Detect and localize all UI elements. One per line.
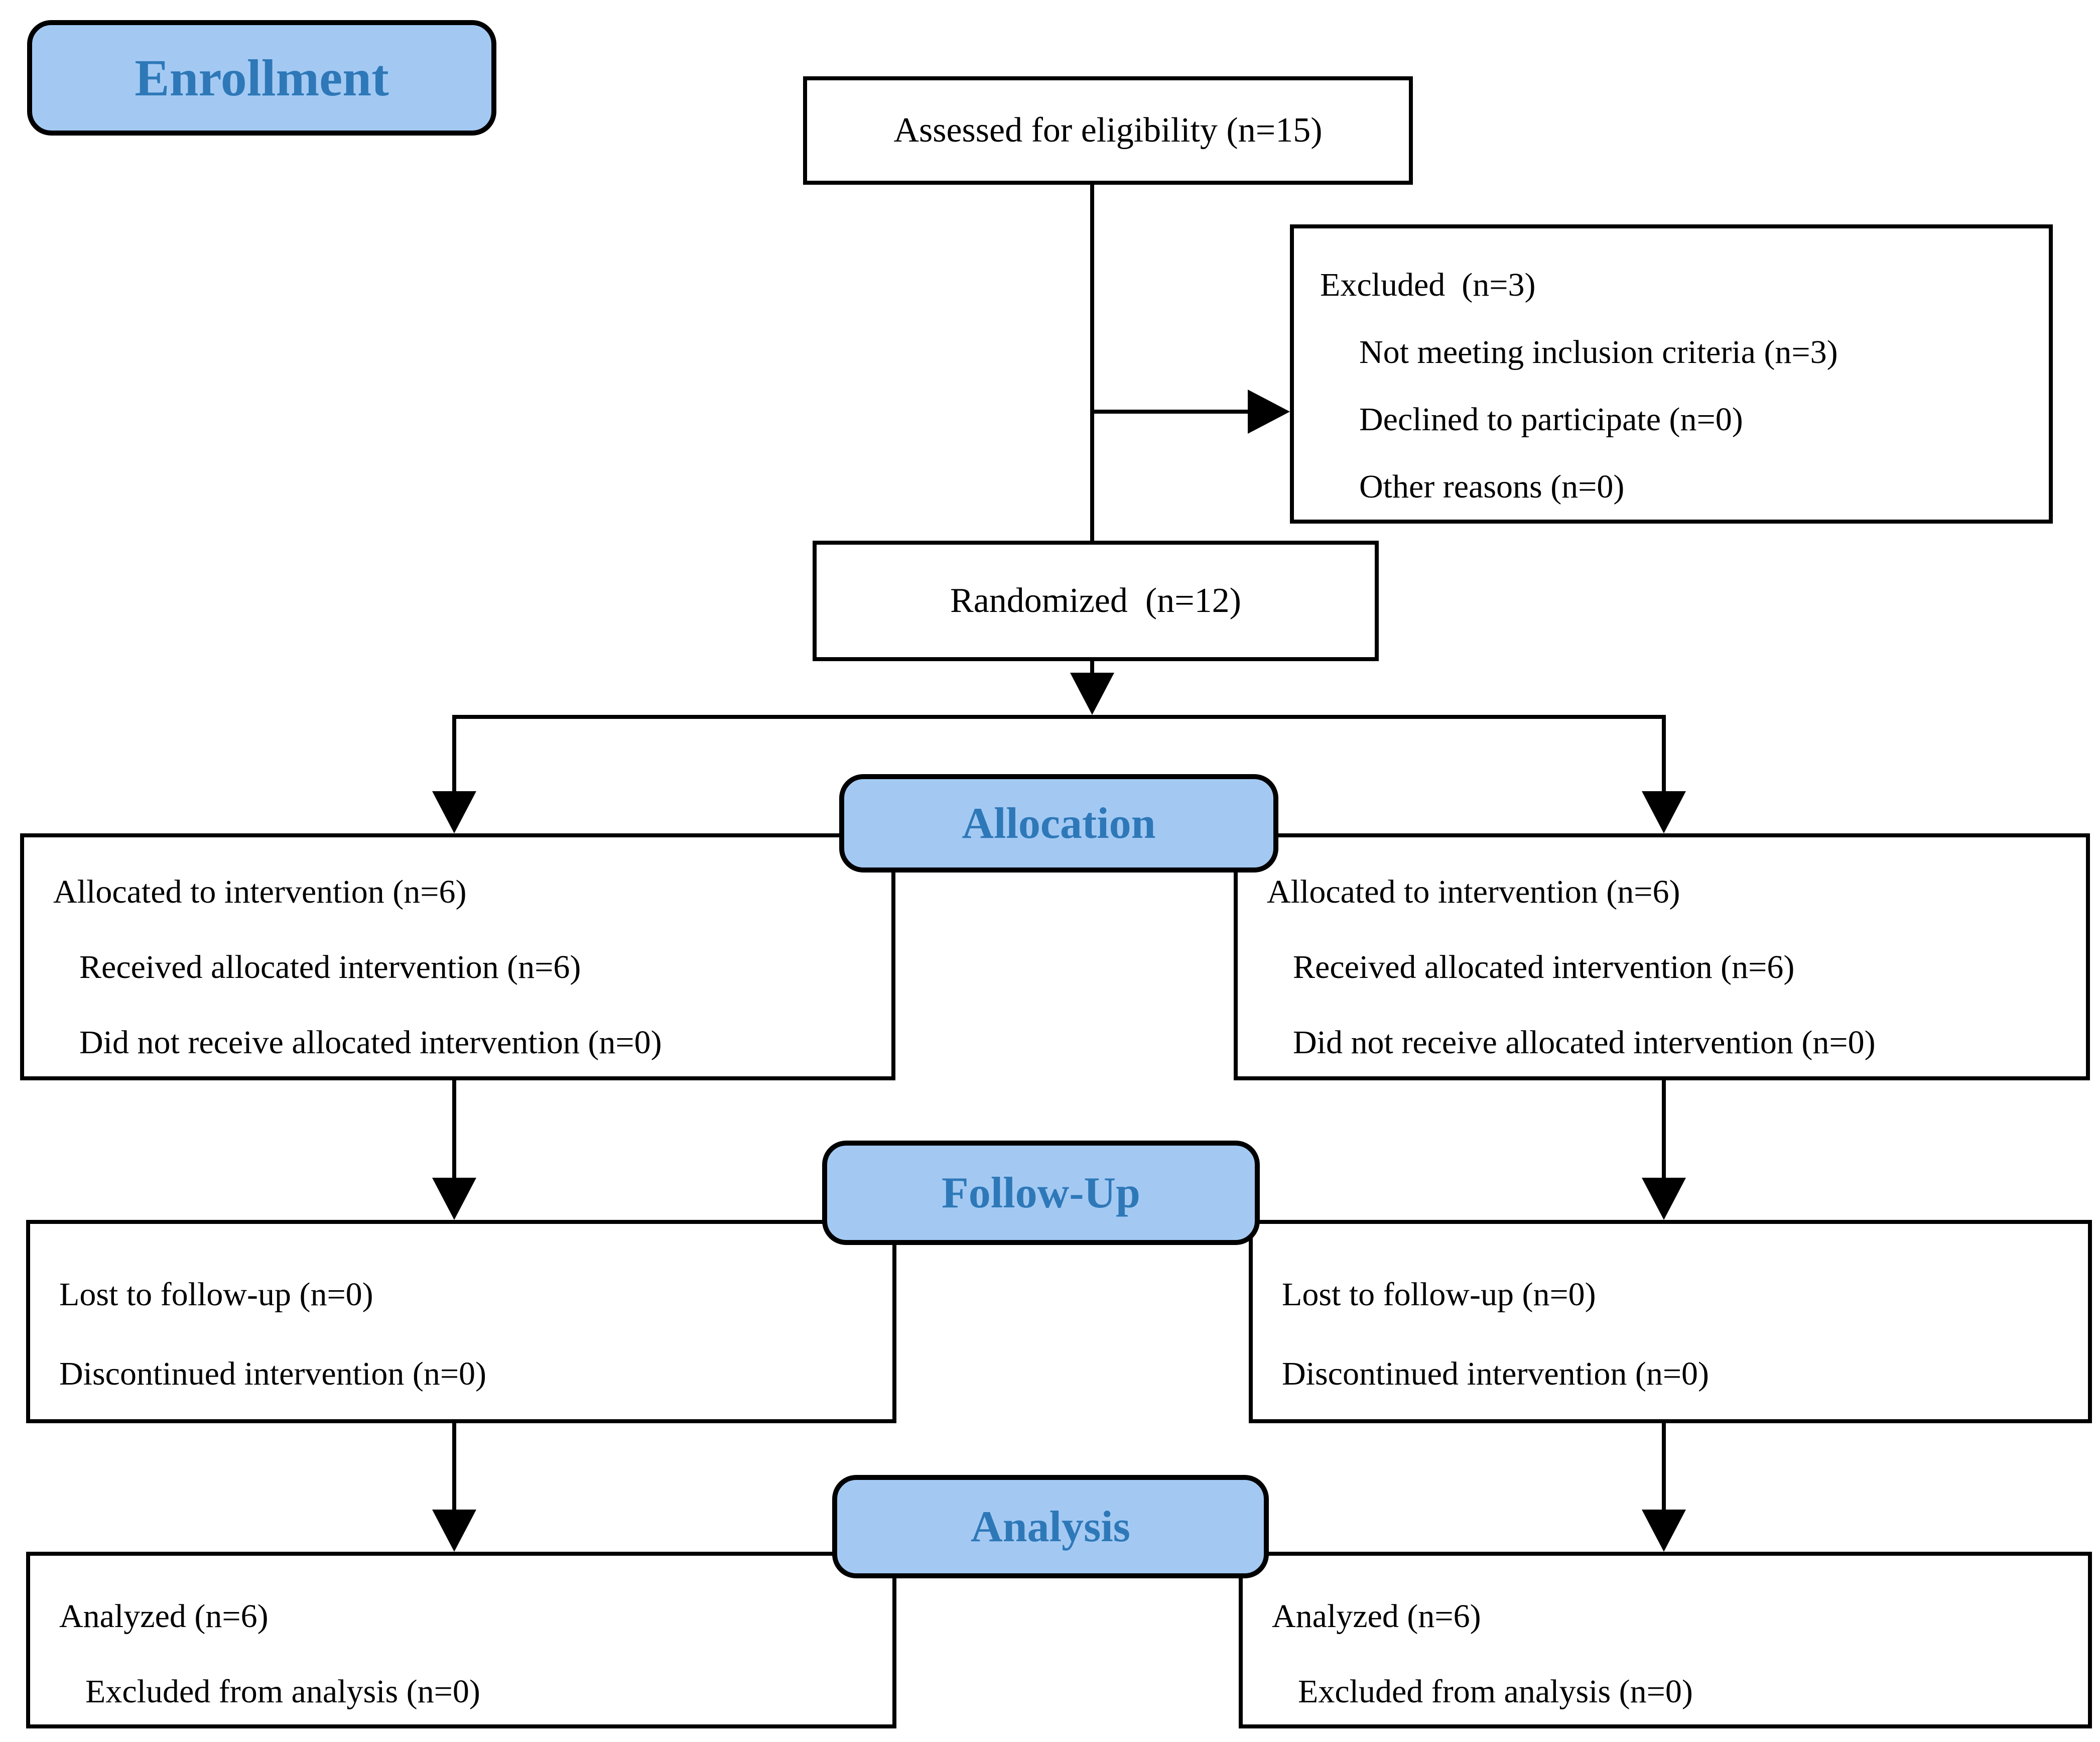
stage-badge-enrollment-label: Enrollment (135, 49, 389, 107)
arrowhead-allocation-right-icon (1642, 791, 1686, 833)
allocation-left-detail: Received allocated intervention (n=6) (79, 949, 581, 985)
stage-badge-analysis: Analysis (832, 1475, 1269, 1578)
connector-randomized-to-split (1090, 661, 1094, 677)
followup-right-line: Discontinued intervention (n=0) (1282, 1355, 1710, 1392)
arrowhead-excluded-icon (1248, 390, 1290, 434)
followup-right-box: Lost to follow-up (n=0) Discontinued int… (1249, 1220, 2092, 1423)
stage-badge-allocation: Allocation (839, 774, 1278, 873)
connector-assessed-to-randomized (1090, 185, 1094, 541)
connector-to-excluded (1092, 410, 1256, 414)
analysis-left-detail: Excluded from analysis (n=0) (85, 1673, 480, 1710)
connector-followup-to-analysis-right (1662, 1422, 1666, 1512)
followup-left-line: Discontinued intervention (n=0) (59, 1355, 487, 1392)
arrowhead-followup-right-icon (1642, 1178, 1686, 1220)
analysis-right-title: Analyzed (n=6) (1272, 1598, 1481, 1635)
arrowhead-split-icon (1070, 673, 1114, 715)
connector-split-to-allocation-right (1662, 715, 1666, 793)
stage-badge-followup-label: Follow-Up (942, 1168, 1140, 1217)
connector-followup-to-analysis-left (452, 1422, 456, 1512)
analysis-right-detail: Excluded from analysis (n=0) (1298, 1673, 1693, 1710)
connector-allocation-to-followup-left (452, 1079, 456, 1180)
analysis-left-title: Analyzed (n=6) (59, 1598, 269, 1635)
allocation-right-detail: Received allocated intervention (n=6) (1293, 949, 1795, 985)
connector-allocation-to-followup-right (1662, 1079, 1666, 1180)
arrowhead-analysis-left-icon (432, 1510, 476, 1552)
allocation-right-detail: Did not receive allocated intervention (… (1293, 1024, 1876, 1061)
allocation-right-title: Allocated to intervention (n=6) (1267, 874, 1680, 910)
allocation-left-detail: Did not receive allocated intervention (… (79, 1024, 662, 1061)
allocation-right-box: Allocated to intervention (n=6) Received… (1234, 833, 2090, 1080)
followup-left-box: Lost to follow-up (n=0) Discontinued int… (26, 1220, 896, 1423)
excluded-reason: Other reasons (n=0) (1359, 468, 1625, 505)
stage-badge-analysis-label: Analysis (971, 1502, 1130, 1551)
assessed-eligibility-text: Assessed for eligibility (n=15) (893, 111, 1323, 150)
stage-badge-allocation-label: Allocation (962, 799, 1156, 848)
arrowhead-analysis-right-icon (1642, 1510, 1686, 1552)
excluded-reason: Declined to participate (n=0) (1359, 401, 1743, 438)
arrowhead-allocation-left-icon (432, 791, 476, 833)
analysis-right-box: Analyzed (n=6) Excluded from analysis (n… (1239, 1552, 2092, 1728)
arrowhead-followup-left-icon (432, 1178, 476, 1220)
followup-left-line: Lost to follow-up (n=0) (59, 1276, 373, 1313)
split-line (452, 715, 1666, 719)
excluded-title: Excluded (n=3) (1320, 267, 1536, 303)
excluded-box: Excluded (n=3) Not meeting inclusion cri… (1290, 224, 2053, 524)
randomized-text: Randomized (n=12) (950, 581, 1241, 620)
allocation-left-title: Allocated to intervention (n=6) (53, 874, 467, 910)
assessed-eligibility-box: Assessed for eligibility (n=15) (803, 76, 1413, 185)
excluded-reason: Not meeting inclusion criteria (n=3) (1359, 334, 1838, 370)
stage-badge-enrollment: Enrollment (27, 20, 496, 136)
allocation-left-box: Allocated to intervention (n=6) Received… (20, 833, 895, 1080)
connector-split-to-allocation-left (452, 715, 456, 793)
randomized-box: Randomized (n=12) (813, 541, 1379, 661)
analysis-left-box: Analyzed (n=6) Excluded from analysis (n… (26, 1552, 896, 1728)
followup-right-line: Lost to follow-up (n=0) (1282, 1276, 1596, 1313)
stage-badge-followup: Follow-Up (822, 1141, 1260, 1245)
